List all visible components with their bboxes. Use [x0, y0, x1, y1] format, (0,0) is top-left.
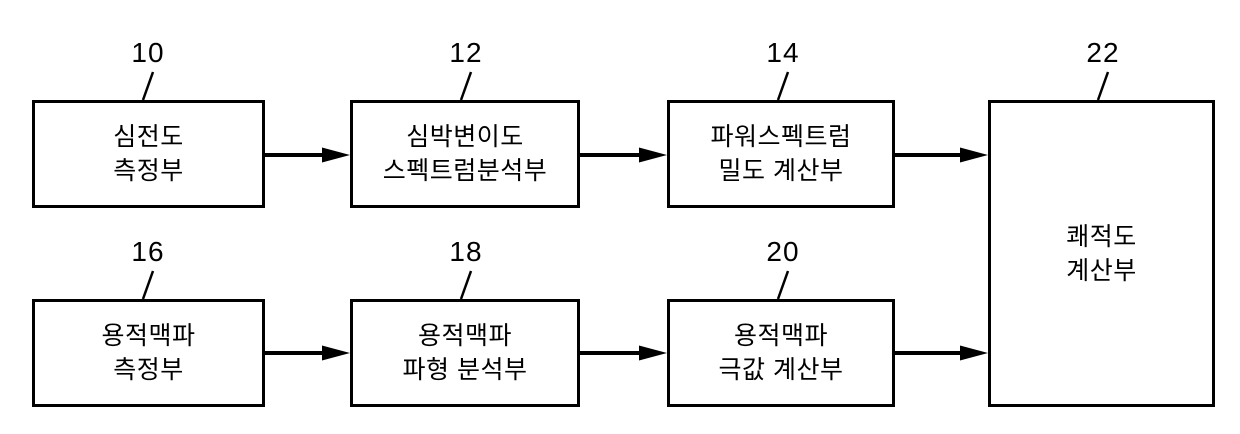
reference-number-18: 18 — [449, 236, 483, 267]
block-label-line: 측정부 — [113, 157, 184, 185]
arrow-12-to-14-head — [639, 147, 667, 163]
reference-number-16: 16 — [131, 236, 165, 267]
arrow-14-to-22-head — [960, 147, 988, 163]
block-label-line: 심박변이도 — [406, 123, 524, 151]
reference-number-14: 14 — [766, 37, 800, 68]
block-label-line: 밀도 계산부 — [718, 157, 844, 185]
block-label-line: 쾌적도 — [1066, 222, 1137, 251]
block-label-line: 파워스펙트럼 — [710, 123, 852, 151]
block-label-line: 용적맥파 — [101, 322, 196, 350]
reference-number-10: 10 — [131, 37, 165, 68]
leader-12 — [459, 71, 473, 101]
arrow-layer — [265, 147, 988, 361]
leader-10 — [141, 71, 155, 101]
block-label-line: 파형 분석부 — [402, 356, 528, 384]
block-label-line: 심전도 — [113, 123, 184, 151]
leader-18 — [459, 270, 473, 300]
block-label-line: 용적맥파 — [417, 322, 512, 350]
block-label-line: 측정부 — [113, 356, 184, 384]
block-label-line: 용적맥파 — [733, 322, 828, 350]
arrow-10-to-12-head — [322, 147, 350, 163]
block-label-line: 극값 계산부 — [718, 356, 844, 384]
leader-16 — [141, 270, 155, 300]
arrow-16-to-18-head — [322, 345, 350, 361]
leader-14 — [776, 71, 790, 101]
leader-22 — [1096, 71, 1110, 101]
arrow-20-to-22-head — [960, 345, 988, 361]
reference-number-20: 20 — [766, 236, 800, 267]
reference-number-22: 22 — [1086, 37, 1120, 68]
leader-20 — [776, 270, 790, 300]
block-label-line: 스펙트럼분석부 — [382, 157, 548, 185]
leader-line-layer — [141, 71, 1110, 300]
arrow-18-to-20-head — [639, 345, 667, 361]
block-label-line: 계산부 — [1066, 256, 1137, 285]
reference-number-12: 12 — [449, 37, 483, 68]
